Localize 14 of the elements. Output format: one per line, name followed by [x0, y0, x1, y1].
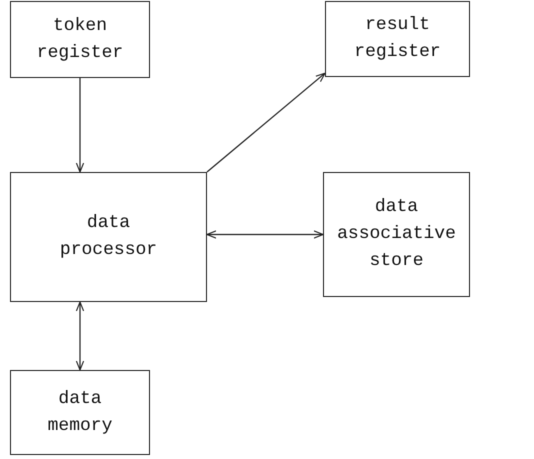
box-label: data associative store	[337, 196, 456, 273]
arrow	[76, 301, 84, 371]
box-label: data memory	[48, 388, 112, 438]
box-label: token register	[36, 14, 124, 64]
box-label: data processor	[60, 212, 158, 262]
arrow	[76, 78, 84, 173]
arrow	[206, 230, 324, 239]
process-box	[10, 370, 150, 455]
arrow	[206, 72, 326, 172]
process-box	[10, 172, 207, 302]
box-label: result register	[354, 14, 441, 64]
process-box	[325, 1, 470, 77]
process-box	[10, 1, 150, 78]
process-box	[323, 172, 470, 297]
